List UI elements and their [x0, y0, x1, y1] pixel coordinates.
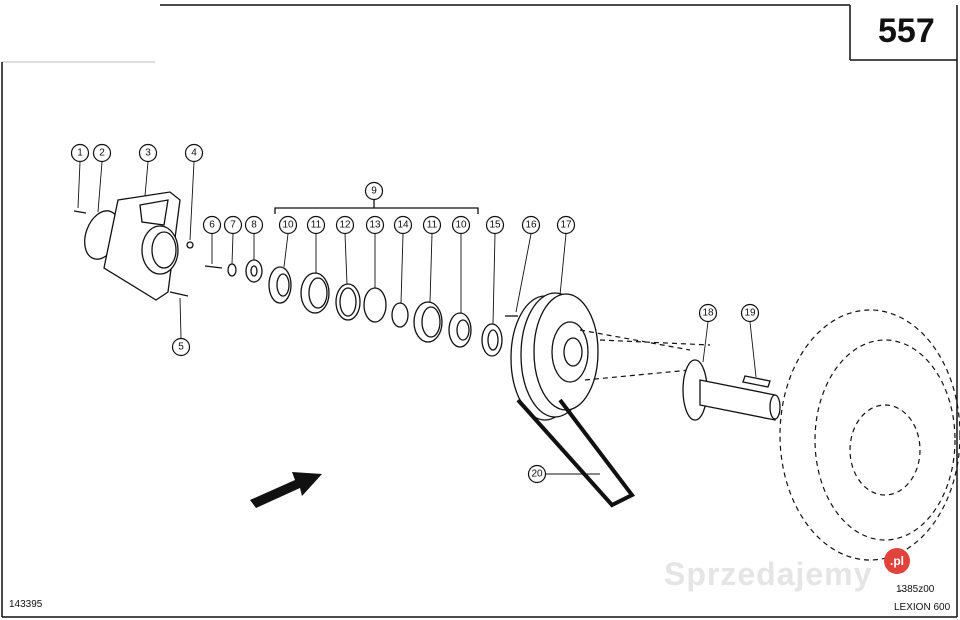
svg-text:4: 4	[191, 148, 197, 159]
part-drum	[779, 309, 960, 561]
callout-14: 14	[393, 215, 413, 304]
model-label: LEXION 600	[894, 602, 951, 613]
svg-text:5: 5	[178, 342, 184, 353]
parts-bolt-washer-spacer	[204, 259, 263, 283]
callout-10: 10	[278, 215, 298, 268]
part-shaft-hub	[682, 359, 781, 421]
callout-12: 12	[335, 215, 355, 285]
part-pulley	[510, 292, 599, 421]
callout-18: 18	[698, 303, 718, 363]
callout-13: 13	[365, 215, 385, 288]
svg-text:2: 2	[99, 148, 105, 159]
part-belt	[516, 329, 711, 508]
svg-text:18: 18	[702, 308, 714, 319]
callout-9: 9	[364, 181, 384, 201]
svg-text:11: 11	[427, 220, 438, 231]
page-number: 557	[878, 12, 935, 50]
watermark-text: Sprzedajemy	[664, 556, 873, 592]
page-frame	[1, 4, 958, 618]
callout-6: 6	[202, 215, 222, 264]
callout-8: 8	[244, 215, 264, 260]
drawing-code-left: 143395	[9, 599, 43, 610]
svg-text:3: 3	[145, 148, 151, 159]
callout-20: 20	[527, 464, 600, 484]
callout-3: 3	[138, 143, 158, 197]
svg-text:7: 7	[230, 220, 236, 231]
svg-text:17: 17	[560, 220, 572, 231]
parts-bearing-set	[268, 266, 518, 357]
callout-10b: 10	[451, 215, 471, 313]
callout-1: 1	[70, 143, 90, 209]
svg-text:12: 12	[339, 220, 351, 231]
svg-text:8: 8	[251, 220, 257, 231]
svg-text:15: 15	[489, 220, 501, 231]
part-housing	[103, 191, 194, 301]
callout-11: 11	[306, 215, 326, 273]
svg-text:10: 10	[455, 220, 467, 231]
svg-text:14: 14	[397, 220, 409, 231]
svg-text:20: 20	[531, 469, 543, 480]
callout-5: 5	[171, 297, 191, 357]
callout-16: 16	[515, 215, 541, 313]
callout-15: 15	[485, 215, 505, 325]
watermark-badge: .pl	[884, 548, 910, 574]
svg-text:1: 1	[77, 148, 83, 159]
drawing-code-right: 1̵385z00	[896, 584, 935, 595]
callout-19: 19	[740, 303, 760, 378]
callout-17: 17	[556, 215, 576, 296]
svg-text:13: 13	[369, 220, 381, 231]
svg-text:9: 9	[371, 186, 377, 197]
svg-text:10: 10	[282, 220, 294, 231]
group-bracket	[274, 200, 479, 214]
callout-11b: 11	[422, 215, 442, 303]
callout-4: 4	[184, 143, 204, 241]
svg-text:11: 11	[311, 220, 322, 231]
svg-text:16: 16	[525, 220, 537, 231]
direction-arrow-icon	[250, 472, 322, 508]
callout-2: 2	[92, 143, 112, 213]
svg-text:19: 19	[744, 308, 756, 319]
svg-text:6: 6	[209, 220, 215, 231]
callout-7: 7	[223, 215, 243, 265]
